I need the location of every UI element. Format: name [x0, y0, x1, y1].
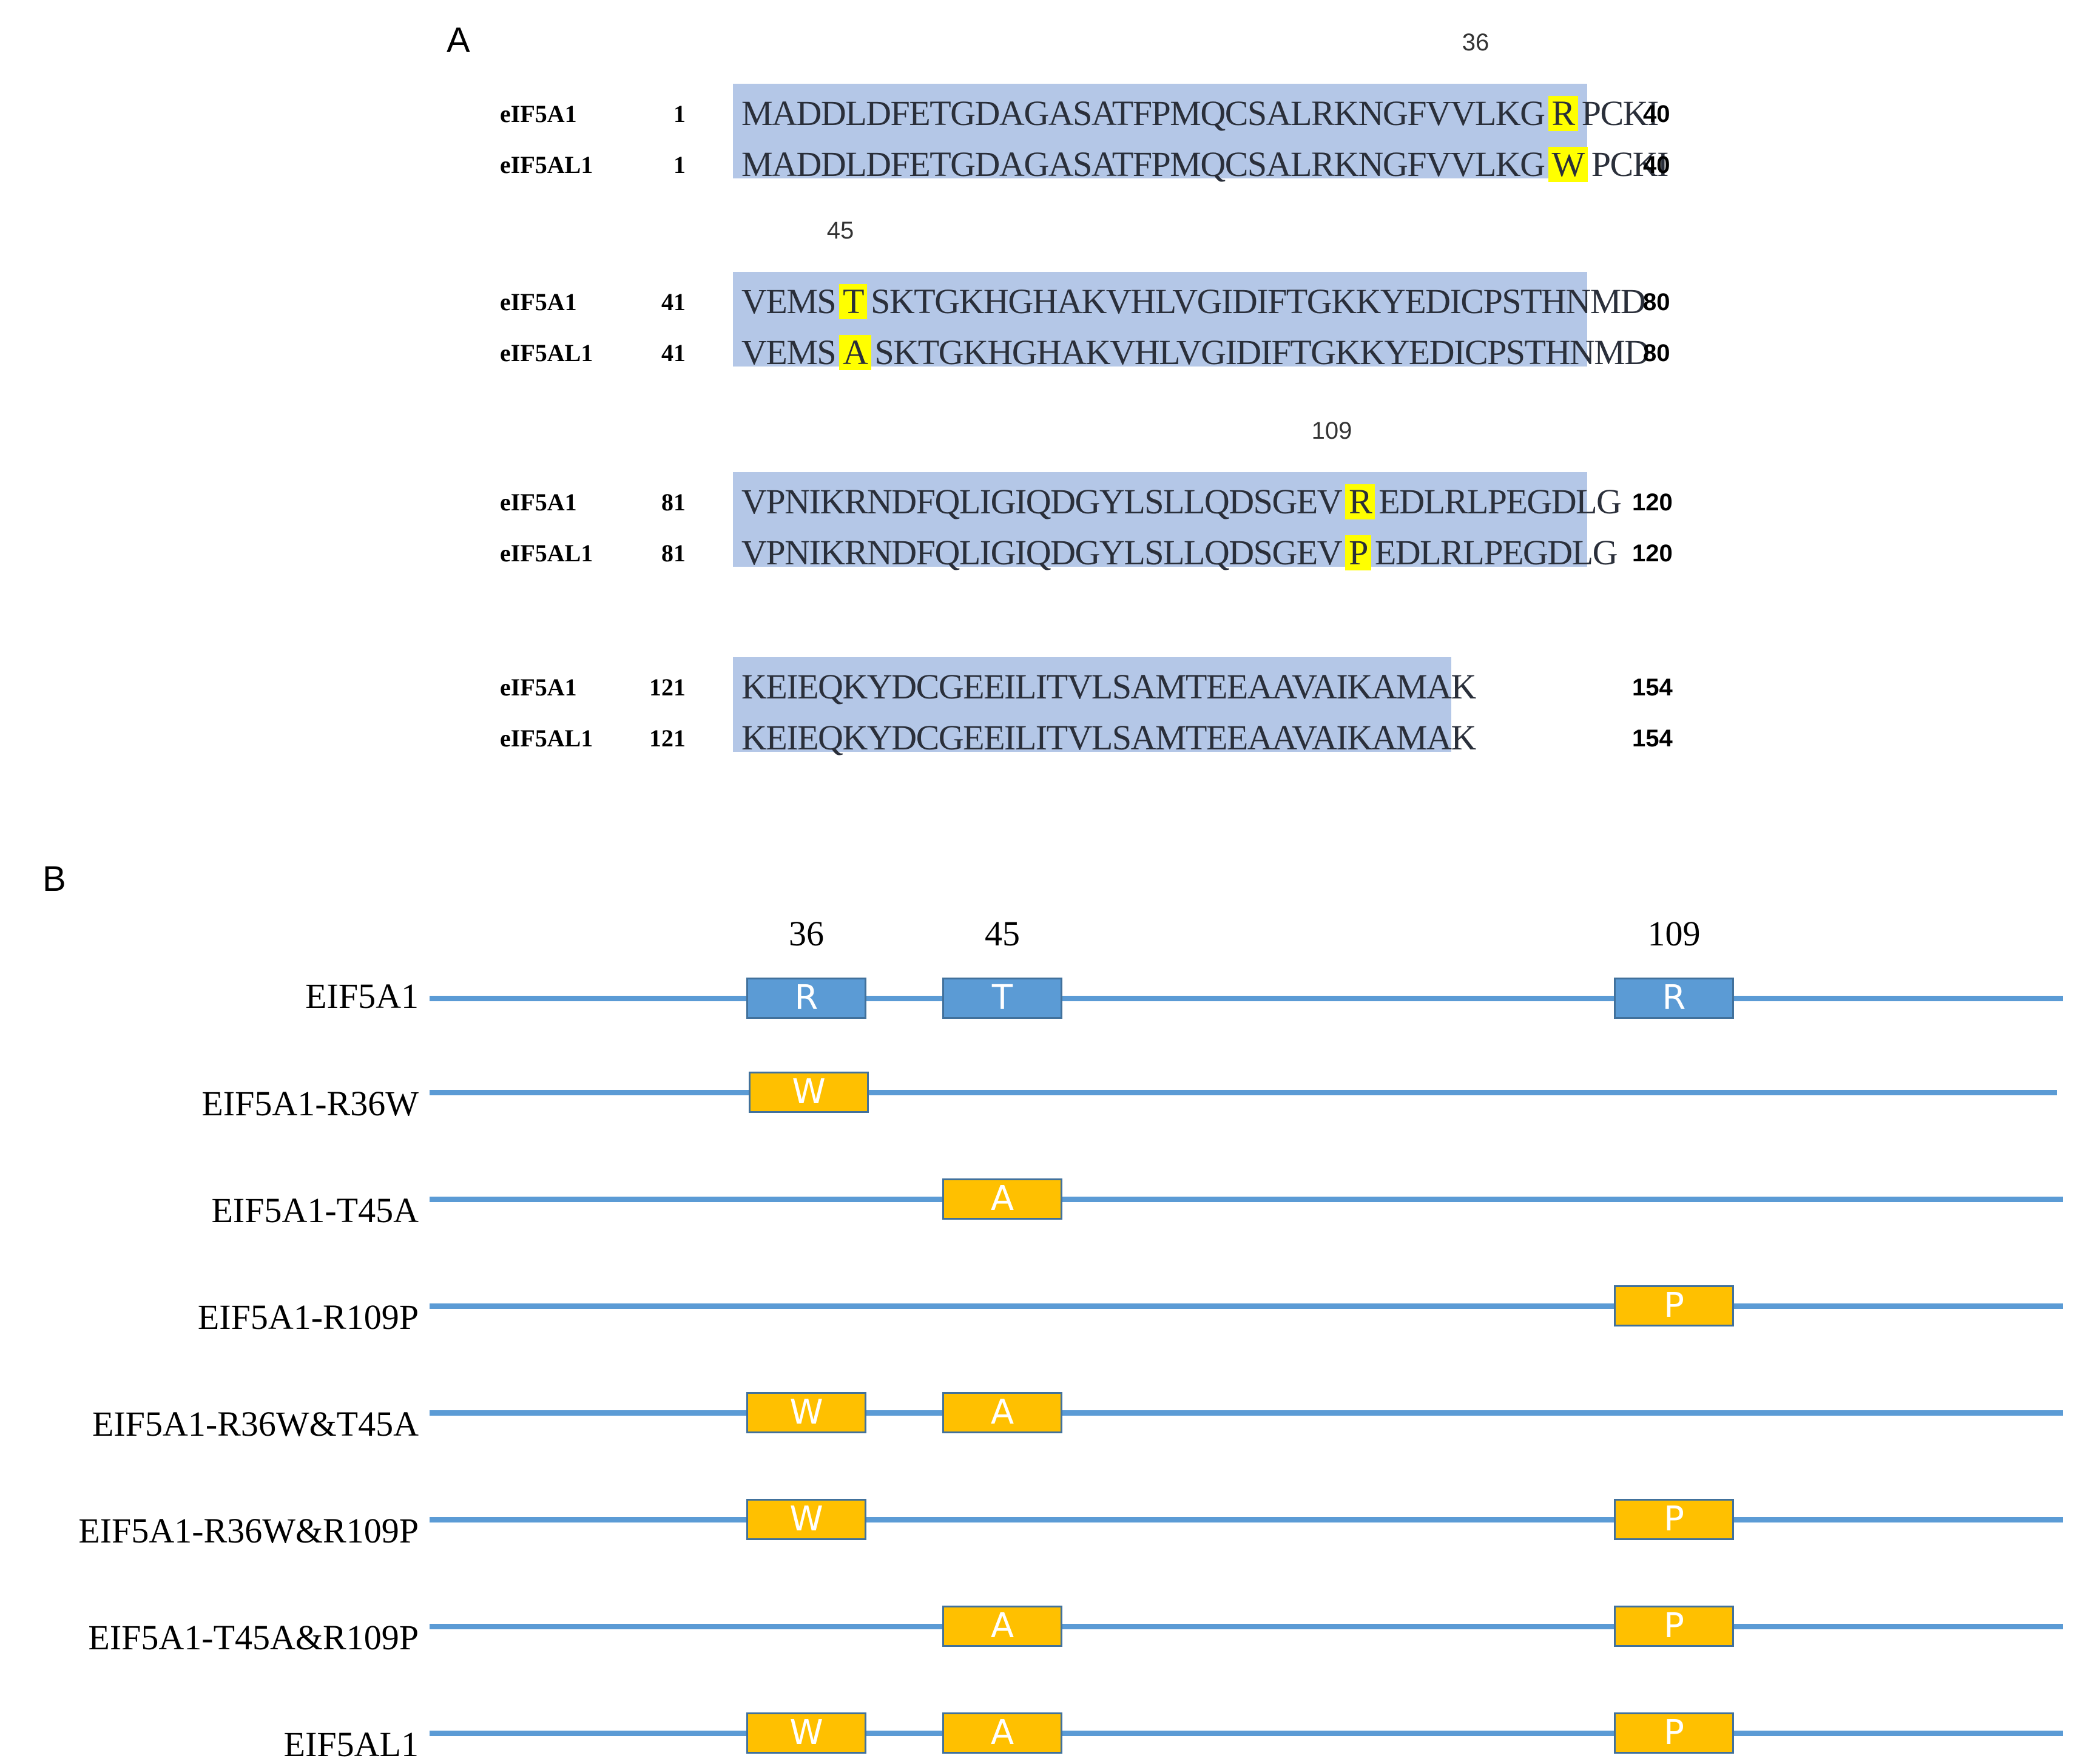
- sequence-name: eIF5A1: [500, 288, 577, 316]
- protein-backbone-line: [430, 1090, 2057, 1095]
- sequence-segment: PCKI: [1591, 144, 1669, 184]
- mutant-residue-box: W: [746, 1392, 866, 1433]
- sequence-name: eIF5A1: [500, 674, 577, 701]
- sequence-residues: KEIEQKYDCGEEILITVLSAMTEEAAVAIKAMAK: [741, 669, 1476, 705]
- sequence-segment: VPNIKRNDFQLIGIQDGYLSLLQDSGEV: [741, 533, 1343, 572]
- sequence-segment: EDLRLPEGDLG: [1378, 482, 1622, 521]
- variant-residue-highlight: T: [839, 284, 868, 319]
- sequence-segment: SKTGKHGHAKVHLVGIDIFTGKKYEDICPSTHNMD: [874, 333, 1650, 372]
- sequence-end-index: 120: [1632, 540, 1673, 567]
- construct-name: EIF5A1-T45A: [211, 1191, 419, 1230]
- sequence-segment: SKTGKHGHAKVHLVGIDIFTGKKYEDICPSTHNMD: [871, 282, 1646, 321]
- alignment-position-label: 109: [1311, 417, 1352, 444]
- alignment-position-label: 36: [1462, 29, 1490, 56]
- sequence-segment: MADDLDFETGDAGASATFPMQCSALRKNGFVVLKG: [741, 144, 1545, 184]
- protein-backbone-line: [430, 1517, 2063, 1522]
- mutant-residue-box: A: [942, 1178, 1062, 1220]
- construct-name: EIF5A1-R36W&R109P: [78, 1511, 419, 1550]
- site-number-label: 109: [1647, 914, 1701, 953]
- mutant-residue-box: W: [746, 1499, 866, 1540]
- mutant-residue-box: A: [942, 1392, 1062, 1433]
- panel-a-label: A: [447, 21, 470, 60]
- sequence-residues: KEIEQKYDCGEEILITVLSAMTEEAAVAIKAMAK: [741, 720, 1476, 755]
- sequence-segment: MADDLDFETGDAGASATFPMQCSALRKNGFVVLKG: [741, 93, 1545, 133]
- sequence-segment: VEMS: [741, 282, 837, 321]
- mutant-residue-box: A: [942, 1606, 1062, 1647]
- construct-name: EIF5A1-R109P: [197, 1297, 419, 1337]
- sequence-segment: VPNIKRNDFQLIGIQDGYLSLLQDSGEV: [741, 482, 1343, 521]
- sequence-start-index: 1: [673, 151, 686, 178]
- sequence-start-index: 81: [661, 539, 686, 567]
- protein-backbone-line: [430, 1197, 2063, 1202]
- sequence-start-index: 41: [661, 288, 686, 316]
- sequence-name: eIF5AL1: [500, 725, 593, 752]
- sequence-segment: VEMS: [741, 333, 837, 372]
- alignment-position-label: 45: [826, 217, 854, 244]
- sequence-name: eIF5AL1: [500, 151, 593, 178]
- sequence-start-index: 1: [673, 100, 686, 127]
- alignment-block-bg: [733, 472, 1587, 567]
- protein-backbone-line: [430, 1410, 2063, 1416]
- sequence-name: eIF5AL1: [500, 339, 593, 367]
- sequence-segment: EDLRLPEGDLG: [1374, 533, 1618, 572]
- sequence-name: eIF5A1: [500, 100, 577, 127]
- protein-backbone-line: [430, 996, 2063, 1001]
- mutant-residue-box: P: [1614, 1285, 1734, 1326]
- alignment-block-bg: [733, 272, 1587, 367]
- sequence-start-index: 121: [649, 674, 686, 701]
- variant-residue-highlight: R: [1548, 96, 1578, 131]
- variant-residue-highlight: W: [1548, 147, 1588, 182]
- alignment-block-bg: [733, 657, 1451, 752]
- construct-name: EIF5A1-T45A&R109P: [88, 1618, 419, 1657]
- sequence-end-index: 80: [1643, 340, 1670, 367]
- sequence-segment: PCKI: [1581, 93, 1659, 133]
- mutant-residue-box: A: [942, 1712, 1062, 1754]
- sequence-name: eIF5AL1: [500, 539, 593, 567]
- protein-backbone-line: [430, 1303, 2063, 1309]
- wildtype-residue-box: R: [1614, 978, 1734, 1019]
- mutant-residue-box: P: [1614, 1606, 1734, 1647]
- mutant-residue-box: W: [746, 1712, 866, 1754]
- sequence-end-index: 40: [1643, 152, 1670, 178]
- sequence-end-index: 154: [1632, 725, 1673, 752]
- site-number-label: 45: [985, 914, 1020, 953]
- construct-name: EIF5A1: [305, 976, 419, 1016]
- mutant-residue-box: P: [1614, 1499, 1734, 1540]
- sequence-end-index: 40: [1643, 101, 1670, 127]
- site-number-label: 36: [789, 914, 824, 953]
- sequence-end-index: 120: [1632, 489, 1673, 516]
- sequence-segment: KEIEQKYDCGEEILITVLSAMTEEAAVAIKAMAK: [741, 718, 1476, 757]
- construct-name: EIF5A1-R36W: [201, 1084, 419, 1123]
- variant-residue-highlight: P: [1345, 535, 1371, 570]
- wildtype-residue-box: T: [942, 978, 1062, 1019]
- protein-backbone-line: [430, 1731, 2063, 1736]
- panel-b-label: B: [42, 859, 66, 899]
- mutant-residue-box: P: [1614, 1712, 1734, 1754]
- sequence-start-index: 81: [661, 488, 686, 516]
- alignment-block-bg: [733, 84, 1587, 178]
- sequence-start-index: 41: [661, 339, 686, 367]
- sequence-segment: KEIEQKYDCGEEILITVLSAMTEEAAVAIKAMAK: [741, 667, 1476, 706]
- mutant-residue-box: W: [749, 1072, 869, 1113]
- sequence-start-index: 121: [649, 725, 686, 752]
- variant-residue-highlight: A: [839, 335, 871, 370]
- construct-name: EIF5A1-R36W&T45A: [92, 1404, 419, 1444]
- sequence-end-index: 80: [1643, 289, 1670, 316]
- sequence-end-index: 154: [1632, 674, 1673, 701]
- construct-name: EIF5AL1: [283, 1725, 419, 1764]
- sequence-name: eIF5A1: [500, 488, 577, 516]
- variant-residue-highlight: R: [1345, 484, 1375, 519]
- protein-backbone-line: [430, 1624, 2063, 1629]
- wildtype-residue-box: R: [746, 978, 866, 1019]
